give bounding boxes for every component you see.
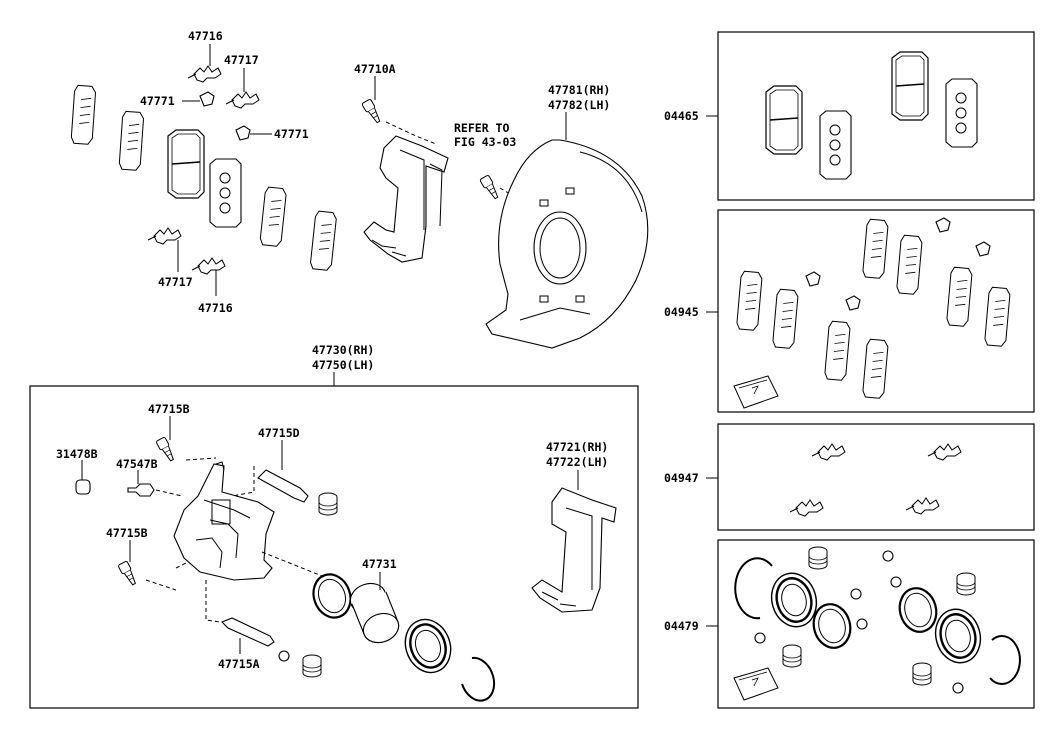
label-refer-line1: REFER TO <box>454 121 509 135</box>
label-47771-right: 47771 <box>274 127 309 141</box>
pad-wear-clip <box>191 257 226 275</box>
kit-pad-backplate <box>819 110 852 180</box>
pin-bushing <box>278 650 290 662</box>
kit-shim <box>983 286 1011 348</box>
bleeder-cap <box>75 479 91 495</box>
slide-pin-boot-upper <box>318 492 338 516</box>
label-refer-line2: FIG 43-03 <box>454 135 516 149</box>
kit-04479: 04479 <box>664 539 1035 709</box>
wear-indicator <box>199 91 215 107</box>
kit-shim <box>823 320 851 382</box>
label-47710A: 47710A <box>354 62 396 76</box>
kit-pin-boot <box>912 662 932 686</box>
kit-clip <box>905 497 940 515</box>
pad-assembly-group: 47716 47717 47771 47771 47717 47716 <box>70 29 338 315</box>
kit-piston-seal <box>893 582 943 638</box>
label-47547B: 47547B <box>116 457 158 471</box>
kit-shim <box>861 218 889 280</box>
label-47722: 47722(LH) <box>546 455 608 469</box>
anti-squeal-shim <box>70 84 97 145</box>
kit-wear-indicator <box>935 217 951 233</box>
label-47717-bottom: 47717 <box>158 275 193 289</box>
label-04465: 04465 <box>664 109 699 123</box>
caliper-mounting-bracket-alt <box>531 487 617 613</box>
kit-clip <box>789 499 824 517</box>
caliper-body <box>173 463 275 581</box>
kit-pin-boot <box>956 572 976 596</box>
caliper-assembly-group: 47730(RH) 47750(LH) 47715B 31478B 47547B… <box>29 343 639 709</box>
kit-wear-indicator <box>845 295 861 311</box>
label-31478B: 31478B <box>56 447 98 461</box>
anti-squeal-shim <box>259 186 288 248</box>
kit-04465: 04465 <box>664 31 1035 201</box>
kit-clip <box>811 443 846 461</box>
bracket-bolt <box>361 98 383 126</box>
kit-shim <box>945 266 973 328</box>
label-47717-top: 47717 <box>224 53 259 67</box>
caliper-piston <box>349 582 400 644</box>
kit-pin-boot <box>782 644 802 668</box>
slide-pin-bolt <box>117 560 139 588</box>
kit-wear-indicator <box>805 271 821 287</box>
label-47715D: 47715D <box>258 426 300 440</box>
caliper-assembly-frame <box>29 385 639 709</box>
pad-support-clip <box>225 91 260 109</box>
label-47750: 47750(LH) <box>312 358 374 372</box>
kit-shim <box>771 288 799 350</box>
anti-squeal-shim <box>309 210 338 272</box>
label-47716-top: 47716 <box>188 29 223 43</box>
kit-brake-pad <box>891 51 929 121</box>
label-47715B-bottom: 47715B <box>106 526 148 540</box>
label-47715A: 47715A <box>218 657 260 671</box>
anti-squeal-shim <box>118 110 145 171</box>
label-47715B-top: 47715B <box>148 402 190 416</box>
kit-shim <box>861 338 889 400</box>
kit-shim <box>895 234 923 296</box>
slide-pin-boot-lower <box>302 654 322 678</box>
kit-04945: 04945 <box>664 209 1035 413</box>
pad-backplate <box>209 158 242 228</box>
kit-grease-packet <box>733 375 779 409</box>
brake-pad <box>167 129 205 199</box>
slide-pin-upper <box>257 469 309 503</box>
bleeder-plug-bolt <box>155 436 177 464</box>
label-04945: 04945 <box>664 305 699 319</box>
kit-brake-pad <box>765 85 803 155</box>
kit-wear-indicator <box>975 241 991 257</box>
retaining-ring <box>461 656 496 702</box>
wear-indicator <box>235 125 251 141</box>
label-47721: 47721(RH) <box>546 440 608 454</box>
kit-retaining-ring <box>734 557 773 620</box>
kit-retaining-ring <box>989 635 1021 685</box>
kit-04947: 04947 <box>664 423 1035 531</box>
label-04479: 04479 <box>664 619 699 633</box>
caliper-mounting-bracket: 47710A <box>354 62 449 263</box>
disc-dust-cover: REFER TO FIG 43-03 47781(RH) 47782(LH) <box>454 83 649 349</box>
kit-pad-backplate <box>945 78 978 148</box>
label-47716-bottom: 47716 <box>198 301 233 315</box>
bleeder-plug <box>127 483 155 497</box>
label-47731: 47731 <box>362 557 397 571</box>
pad-support-clip <box>147 227 182 245</box>
piston-seal <box>306 568 358 624</box>
kit-clip <box>927 443 962 461</box>
kit-pin-boot <box>808 546 828 570</box>
dust-cover-bolt <box>479 174 501 202</box>
label-47730: 47730(RH) <box>312 343 374 357</box>
piston-boot <box>396 611 460 681</box>
label-47782: 47782(LH) <box>548 98 610 112</box>
slide-pin-lower <box>221 617 275 647</box>
kit-grease-packet <box>733 667 779 701</box>
kit-shim <box>735 270 763 332</box>
pad-wear-clip <box>187 65 222 83</box>
label-47781: 47781(RH) <box>548 83 610 97</box>
label-47771-left: 47771 <box>140 94 175 108</box>
label-04947: 04947 <box>664 471 699 485</box>
kit-piston-boot <box>928 603 988 669</box>
